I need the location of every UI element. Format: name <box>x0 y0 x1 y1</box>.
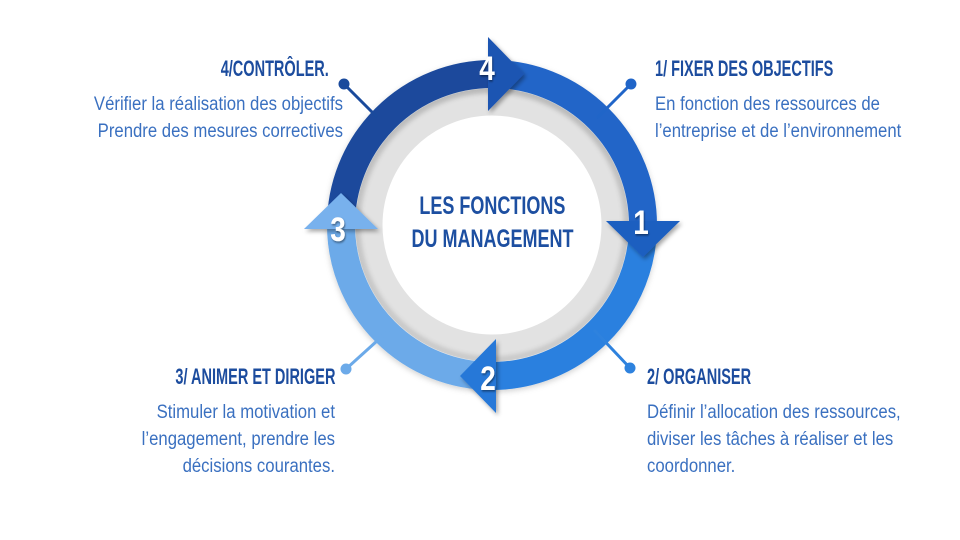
segment-arc-2 <box>491 224 657 390</box>
step-body-line: Vérifier la réalisation des objectifs <box>93 94 343 115</box>
step-body-2: Définir l’allocation des ressources, div… <box>647 399 920 480</box>
step-block-1: 1/ FIXER DES OBJECTIFS En fonction des r… <box>655 54 955 145</box>
center-title: LES FONCTIONS DU MANAGEMENT <box>377 190 607 256</box>
step-heading-4: 4/CONTRÔLER. <box>220 56 329 81</box>
connector-line-1 <box>596 82 633 119</box>
step-number-4: 4 <box>479 49 495 87</box>
step-body-1: En fonction des ressources de l’entrepri… <box>655 91 919 145</box>
step-body-line: Stimuler la motivation et <box>156 402 335 423</box>
connector-dot-3 <box>340 363 352 375</box>
connector-dot-2 <box>624 362 636 374</box>
arrow-head-1 <box>606 221 680 257</box>
connector-line-2 <box>593 329 632 370</box>
step-body-line: décisions courantes. <box>182 456 335 477</box>
step-body-4: Vérifier la réalisation des objectifs Pr… <box>76 91 343 145</box>
step-number-2: 2 <box>480 359 496 397</box>
segment-arc-4 <box>327 60 493 226</box>
connector-dot-4 <box>338 78 350 90</box>
step-block-2: 2/ ORGANISER Définir l’allocation des re… <box>647 362 957 480</box>
arrow-head-3 <box>304 193 378 229</box>
step-block-4: 4/CONTRÔLER. Vérifier la réalisation des… <box>40 54 343 145</box>
step-block-3: 3/ ANIMER ET DIRIGER Stimuler la motivat… <box>35 362 335 480</box>
step-heading-1: 1/ FIXER DES OBJECTIFS <box>655 56 834 81</box>
step-body-line: l’engagement, prendre les <box>141 429 335 450</box>
connector-dot-1 <box>625 78 637 90</box>
title-line-1: LES FONCTIONS <box>418 192 565 220</box>
step-body-line: Prendre des mesures correctives <box>97 121 343 142</box>
connector-line-4 <box>342 82 378 118</box>
arrow-head-2 <box>460 339 496 413</box>
arrow-head-4 <box>488 37 524 111</box>
step-number-1: 1 <box>633 203 649 241</box>
step-body-line: Définir l’allocation des ressources, <box>647 402 901 423</box>
step-body-line: diviser les tâches à réaliser et les <box>647 429 894 450</box>
connector-line-3 <box>344 329 390 371</box>
step-body-line: coordonner. <box>647 456 736 477</box>
step-heading-3: 3/ ANIMER ET DIRIGER <box>174 364 335 389</box>
step-body-line: l’entreprise et de l’environnement <box>655 121 902 142</box>
step-number-3: 3 <box>330 210 346 248</box>
step-heading-2: 2/ ORGANISER <box>647 364 752 389</box>
step-body-3: Stimuler la motivation et l’engagement, … <box>71 399 335 480</box>
step-body-line: En fonction des ressources de <box>655 94 880 115</box>
title-line-2: DU MANAGEMENT <box>411 225 573 253</box>
